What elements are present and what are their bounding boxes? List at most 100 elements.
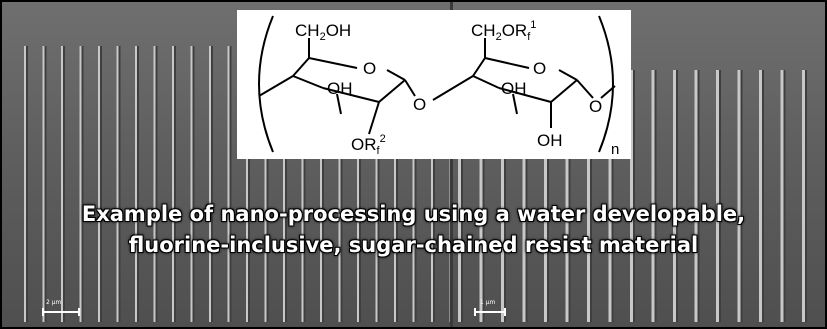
right-scale-bar — [474, 305, 506, 316]
caption-line-1: Example of nano-processing using a water… — [81, 202, 746, 226]
sem-left-line — [24, 46, 26, 322]
sem-left-line — [246, 46, 248, 322]
sem-right-line — [501, 70, 504, 322]
sem-left-line — [431, 46, 433, 322]
sem-right-line-shadow — [633, 70, 635, 322]
sem-left-line-shadow — [285, 46, 287, 322]
sem-right-line — [716, 70, 719, 322]
sem-right-line-shadow — [504, 70, 506, 322]
sem-right-line-shadow — [547, 70, 549, 322]
sem-right-line-shadow — [762, 70, 764, 322]
sem-left-line — [153, 46, 156, 322]
sem-left-line-shadow — [81, 46, 84, 322]
sem-left-line — [172, 46, 174, 322]
right-sugar-ring — [432, 38, 616, 128]
left-scale-label: 2 μm — [46, 299, 62, 306]
sem-right-line — [651, 70, 655, 322]
left-bracket — [258, 15, 274, 153]
right-ch2or1-label: CH2ORf1 — [471, 19, 536, 43]
sem-right-line — [608, 70, 612, 322]
right-bracket — [598, 15, 614, 153]
right-ring-hydroxyl: OH — [501, 79, 527, 98]
sem-left-line-shadow — [63, 46, 65, 322]
sem-left-line-shadow — [229, 46, 232, 322]
sem-left-line — [135, 46, 137, 322]
sem-right-line — [544, 70, 547, 322]
sem-right-line — [802, 70, 805, 322]
caption: Example of nano-processing using a water… — [2, 199, 825, 261]
left-ring-hydroxyl: OH — [327, 79, 353, 98]
sem-left-line-shadow — [155, 46, 158, 322]
caption-line-2: fluorine-inclusive, sugar-chained resist… — [128, 233, 699, 257]
left-ch2oh-label: CH2OH — [295, 21, 351, 43]
end-oxygen: O — [589, 97, 602, 116]
sem-left-line-shadow — [359, 46, 361, 322]
sem-right-line — [780, 70, 784, 322]
sem-right-line — [458, 70, 461, 322]
left-sugar-ring — [258, 38, 416, 135]
sem-left-line-shadow — [118, 46, 121, 322]
sem-left-line-shadow — [266, 46, 269, 322]
sem-left-line-shadow — [192, 46, 195, 322]
sem-right-line — [694, 70, 698, 322]
sem-right-line-shadow — [461, 70, 463, 322]
sem-left-line — [98, 46, 100, 322]
sem-left-line — [264, 46, 267, 322]
left-or2-label: ORf2 — [351, 133, 386, 157]
sem-left-line-shadow — [137, 46, 139, 322]
sem-right-line-shadow — [611, 70, 614, 322]
sem-right-line — [479, 70, 483, 322]
sem-left-line-shadow — [26, 46, 28, 322]
left-ring-oxygen: O — [363, 59, 376, 78]
sem-left-line-shadow — [377, 46, 380, 322]
chemical-structure: CH2OH O OH ORf2 O CH2ORf1 O OH OH O n — [258, 15, 619, 158]
sem-left-line — [190, 46, 193, 322]
sem-right-line-shadow — [740, 70, 743, 322]
sem-left-line — [283, 46, 285, 322]
sem-right-line — [522, 70, 526, 322]
panel-divider — [450, 2, 453, 327]
bridge-oxygen: O — [413, 95, 426, 114]
sem-left-line-shadow — [322, 46, 324, 322]
chemical-structure-box: CH2OH O OH ORf2 O CH2ORf1 O OH OH O n — [237, 10, 631, 159]
sem-left-line — [338, 46, 341, 322]
sem-left-line — [412, 46, 415, 322]
sem-left-line — [116, 46, 119, 322]
sem-left-line — [227, 46, 230, 322]
sem-left-line — [42, 46, 45, 322]
sem-right-line — [673, 70, 676, 322]
sem-left-line — [394, 46, 396, 322]
right-lower-hydroxyl: OH — [537, 131, 563, 150]
sem-right-line-shadow — [676, 70, 678, 322]
sem-left-line — [375, 46, 378, 322]
repeat-n-label: n — [611, 141, 619, 158]
sem-left-line-shadow — [433, 46, 435, 322]
sem-left-line-shadow — [44, 46, 47, 322]
sem-left-line — [61, 46, 63, 322]
sem-right-line — [565, 70, 569, 322]
sem-right-line — [630, 70, 633, 322]
sem-right-line — [587, 70, 590, 322]
sem-right-line-shadow — [719, 70, 721, 322]
sem-left-line-shadow — [211, 46, 213, 322]
sem-left-line — [357, 46, 359, 322]
right-scale-label: 1 μm — [480, 299, 496, 306]
sem-right-line-shadow — [568, 70, 571, 322]
sem-left-line-shadow — [248, 46, 250, 322]
sem-left-panel — [24, 46, 452, 322]
sem-left-line-shadow — [340, 46, 343, 322]
sem-right-line — [759, 70, 762, 322]
sem-right-line-shadow — [590, 70, 592, 322]
sem-right-panel — [458, 70, 807, 322]
sem-left-line-shadow — [396, 46, 398, 322]
left-scale-bar — [42, 305, 80, 316]
sem-right-line-shadow — [697, 70, 700, 322]
sem-left-line-shadow — [100, 46, 102, 322]
sem-right-line-shadow — [525, 70, 528, 322]
sem-left-line-shadow — [303, 46, 306, 322]
sem-left-line — [301, 46, 304, 322]
sem-right-line-shadow — [482, 70, 485, 322]
sem-left-line-shadow — [174, 46, 176, 322]
right-ring-oxygen: O — [533, 59, 546, 78]
